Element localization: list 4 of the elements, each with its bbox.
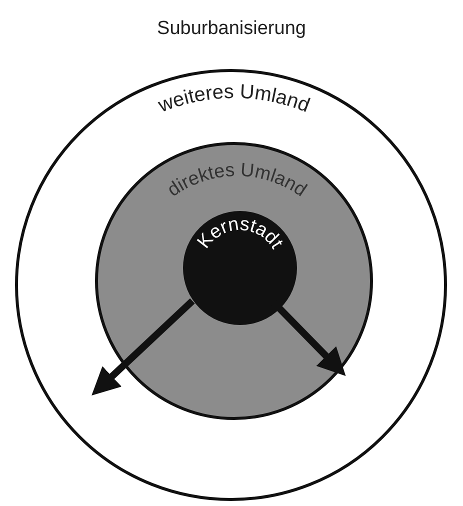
zone-label: Kernstadt	[194, 214, 287, 253]
arrow	[92, 298, 195, 396]
diagram-title: Suburbanisierung	[156, 18, 307, 40]
zone-label: weiteres Umland	[155, 80, 313, 118]
